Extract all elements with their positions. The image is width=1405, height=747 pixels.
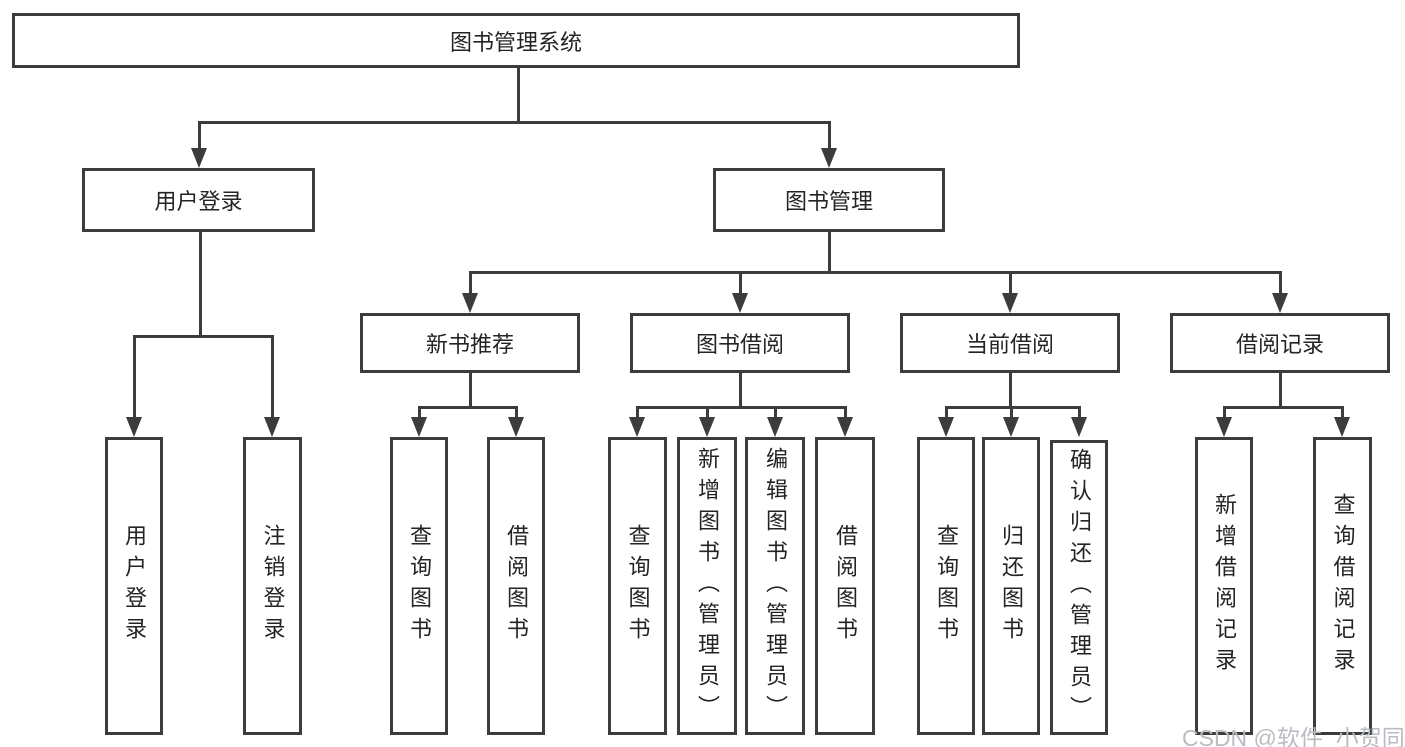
connector-line <box>198 121 201 151</box>
leaf-label: 借阅图书 <box>504 524 529 648</box>
leaf-bb-borrow-book: 借阅图书 <box>815 437 875 735</box>
node-label: 用户登录 <box>154 189 243 214</box>
leaf-user-login: 用户登录 <box>105 437 163 735</box>
node-label: 图书管理系统 <box>449 29 582 55</box>
leaf-label: 注销登录 <box>260 524 286 648</box>
arrowhead-down <box>837 417 853 437</box>
connector-line <box>945 406 948 420</box>
leaf-logout-login: 注销登录 <box>243 437 302 735</box>
node-borrow-records: 借阅记录 <box>1170 313 1390 373</box>
node-label: 图书借阅 <box>695 332 784 357</box>
node-label: 图书管理 <box>784 189 873 214</box>
leaf-cb-return-book: 归还图书 <box>982 437 1040 735</box>
connector-line <box>636 406 846 409</box>
arrowhead-down <box>629 417 645 437</box>
connector-line <box>828 121 831 151</box>
connector-line <box>828 232 831 272</box>
connector-line <box>1009 373 1012 407</box>
node-label: 新书推荐 <box>425 332 514 357</box>
connector-line <box>706 406 709 420</box>
arrowhead-down <box>126 417 142 437</box>
connector-line <box>1341 406 1344 420</box>
connector-line <box>844 406 847 420</box>
connector-line <box>418 406 518 409</box>
connector-line <box>636 406 639 420</box>
node-new-book-recommend: 新书推荐 <box>360 313 580 373</box>
connector-line <box>198 121 830 124</box>
node-label: 当前借阅 <box>965 332 1054 357</box>
node-current-borrow: 当前借阅 <box>900 313 1120 373</box>
connector-line <box>1078 406 1081 420</box>
connector-line <box>418 406 421 420</box>
leaf-label: 确认归还（管理员） <box>1067 448 1092 727</box>
arrowhead-down <box>821 148 837 168</box>
arrowhead-down <box>1272 293 1288 313</box>
connector-line <box>469 271 1281 274</box>
leaf-br-query-borrow-record: 查询借阅记录 <box>1313 437 1372 735</box>
leaf-label: 编辑图书（管理员） <box>763 446 788 726</box>
connector-line <box>469 271 472 296</box>
connector-line <box>739 373 742 407</box>
leaf-bb-add-book-admin: 新增图书（管理员） <box>677 437 737 735</box>
connector-line <box>469 373 472 407</box>
arrowhead-down <box>1003 417 1019 437</box>
leaf-label: 归还图书 <box>999 524 1024 648</box>
leaf-label: 用户登录 <box>122 524 147 648</box>
arrowhead-down <box>938 417 954 437</box>
connector-line <box>1223 406 1226 420</box>
leaf-bb-query-book: 查询图书 <box>608 437 667 735</box>
leaf-nb-borrow-book: 借阅图书 <box>487 437 545 735</box>
node-user-login: 用户登录 <box>82 168 315 232</box>
arrowhead-down <box>264 417 280 437</box>
connector-line <box>271 335 274 420</box>
node-library-management-system: 图书管理系统 <box>12 13 1020 68</box>
arrowhead-down <box>1071 417 1087 437</box>
arrowhead-down <box>191 148 207 168</box>
leaf-label: 查询图书 <box>407 524 432 648</box>
connector-line <box>515 406 518 420</box>
arrowhead-down <box>508 417 524 437</box>
arrowhead-down <box>1002 293 1018 313</box>
arrowhead-down <box>699 417 715 437</box>
connector-line <box>1009 271 1012 296</box>
arrowhead-down <box>732 293 748 313</box>
leaf-label: 查询图书 <box>625 524 651 648</box>
leaf-label: 新增借阅记录 <box>1212 493 1237 679</box>
connector-line <box>133 335 274 338</box>
connector-line <box>1279 271 1282 296</box>
arrowhead-down <box>767 417 783 437</box>
leaf-label: 新增图书（管理员） <box>695 446 720 726</box>
connector-line <box>1010 406 1013 420</box>
leaf-bb-edit-book-admin: 编辑图书（管理员） <box>745 437 805 735</box>
connector-line <box>739 271 742 296</box>
leaf-br-add-borrow-record: 新增借阅记录 <box>1195 437 1253 735</box>
connector-line <box>774 406 777 420</box>
leaf-label: 查询借阅记录 <box>1330 493 1356 679</box>
connector-line <box>133 335 136 420</box>
leaf-nb-query-book: 查询图书 <box>390 437 448 735</box>
leaf-label: 借阅图书 <box>833 524 858 648</box>
arrowhead-down <box>1216 417 1232 437</box>
connector-line <box>517 68 520 122</box>
node-book-borrow: 图书借阅 <box>630 313 850 373</box>
leaf-cb-confirm-return-admin: 确认归还（管理员） <box>1050 440 1108 735</box>
node-book-management: 图书管理 <box>713 168 945 232</box>
arrowhead-down <box>462 293 478 313</box>
csdn-watermark: CSDN @软件_小贺同学 <box>1182 725 1405 747</box>
connector-line <box>199 232 202 336</box>
arrowhead-down <box>1334 417 1350 437</box>
arrowhead-down <box>411 417 427 437</box>
leaf-cb-query-book: 查询图书 <box>917 437 975 735</box>
connector-line <box>1279 373 1282 407</box>
node-label: 借阅记录 <box>1235 332 1324 357</box>
leaf-label: 查询图书 <box>934 524 959 648</box>
connector-line <box>1223 406 1343 409</box>
